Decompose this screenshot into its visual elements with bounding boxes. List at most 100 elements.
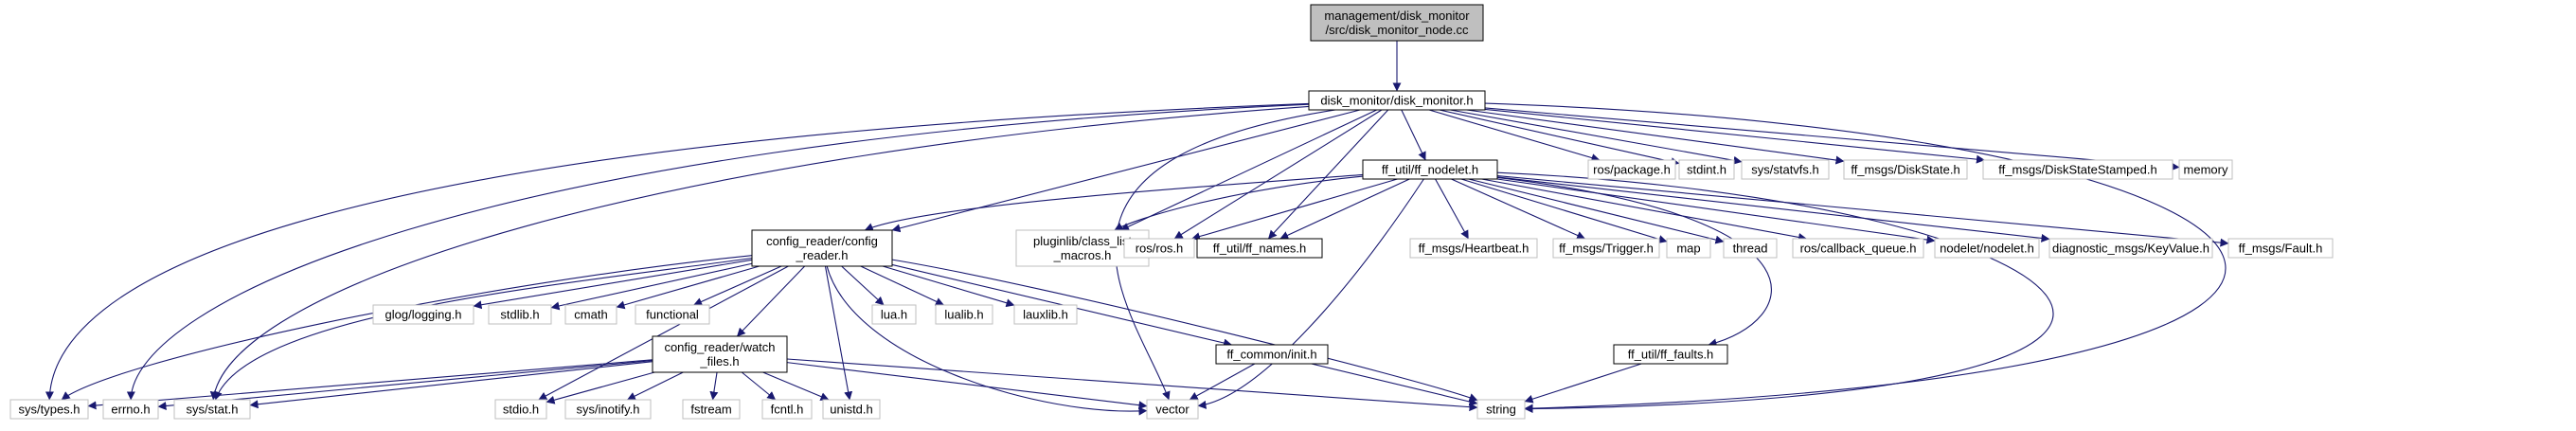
edge-ff_nodelet_h-to-thread	[1468, 178, 1725, 244]
node-label: ff_util/ff_nodelet.h	[1382, 163, 1478, 177]
node-ros-package-h: ros/package.h	[1587, 159, 1676, 180]
node-box	[2178, 159, 2233, 180]
node-box	[682, 399, 741, 420]
node-heartbeat-h: ff_msgs/Heartbeat.h	[1409, 238, 1538, 259]
edge-ff_nodelet_h-to-keyvalue_h	[1496, 176, 2050, 242]
node-disk-monitor-h[interactable]: disk_monitor/disk_monitor.h	[1308, 90, 1486, 111]
edge-disk_monitor_h-to-ff_names_h	[1267, 109, 1389, 240]
node-ff-common-init-h[interactable]: ff_common/init.h	[1215, 344, 1329, 365]
node-string: string	[1476, 399, 1526, 420]
node-label: cmath	[574, 308, 607, 322]
node-label: glog/logging.h	[385, 308, 462, 322]
edge-ff_nodelet_h-to-fault_h	[1496, 175, 2229, 247]
node-label: management/disk_monitor	[1324, 9, 1470, 23]
node-label: ff_msgs/Heartbeat.h	[1419, 242, 1530, 256]
edge-ff_nodelet_h-to-ros_ros_h	[1191, 178, 1398, 241]
node-memory: memory	[2178, 159, 2233, 180]
edge-ff_nodelet_h-to-pluginlib	[1114, 175, 1364, 231]
edge-ff_common_init_h-to-string	[1311, 363, 1478, 406]
edge-disk_monitor_h-to-pluginlib	[1120, 109, 1377, 231]
edge-config_reader_h-to-unistd_h	[824, 265, 853, 401]
edge-config_reader_h-to-functional	[693, 265, 782, 306]
edge-ff_nodelet_h-to-heartbeat_h	[1435, 178, 1469, 240]
node-cmath: cmath	[564, 304, 617, 325]
node-config-reader-h[interactable]: config_reader/config_reader.h	[751, 229, 893, 267]
node-label: config_reader/config	[766, 234, 878, 248]
node-label: map	[1676, 242, 1700, 256]
edge-disk_monitor_h-to-config_reader_h	[891, 109, 1361, 233]
node-sys-types-h: sys/types.h	[9, 399, 89, 420]
node-box	[822, 399, 881, 420]
node-watch-files-h[interactable]: config_reader/watch_files.h	[652, 335, 788, 373]
edge-config_reader_h-to-stdio_h	[538, 265, 789, 401]
node-label: nodelet/nodelet.h	[1940, 242, 2034, 256]
edge-ff_nodelet_h-to-config_reader_h	[864, 173, 1364, 231]
node-label: stdio.h	[503, 403, 539, 417]
node-box	[871, 304, 917, 325]
edge-ff_nodelet_h-to-callback_queue_h	[1481, 178, 1807, 242]
edge-ff_nodelet_h-to-ff_names_h	[1279, 178, 1410, 240]
edge-ff_faults_h-to-string	[1524, 363, 1642, 404]
edge-config_reader_h-to-lualib_h	[860, 265, 944, 306]
node-box	[1310, 4, 1484, 42]
node-box	[564, 399, 652, 420]
node-fcntl-h: fcntl.h	[761, 399, 813, 420]
edge-ff_nodelet_h-to-ff_faults_h	[1496, 176, 1772, 348]
node-box	[1666, 238, 1711, 259]
node-lauxlib-h: lauxlib.h	[1013, 304, 1078, 325]
node-map: map	[1666, 238, 1711, 259]
node-callback-queue-h: ros/callback_queue.h	[1792, 238, 1924, 259]
edge-watch_files_h-to-fcntl_h	[741, 371, 777, 401]
node-label: ros/ros.h	[1136, 242, 1184, 256]
node-box	[635, 304, 710, 325]
edge-config_reader_h-to-cmath	[616, 265, 760, 310]
node-glog-h: glog/logging.h	[372, 304, 474, 325]
node-label: sys/inotify.h	[577, 403, 640, 417]
node-diskstate-h: ff_msgs/DiskState.h	[1843, 159, 1968, 180]
edge-watch_files_h-to-vector	[786, 362, 1148, 410]
node-box	[1215, 344, 1329, 365]
node-sys-stat-h: sys/stat.h	[173, 399, 251, 420]
edge-config_reader_h-to-stdlib_h	[550, 262, 753, 311]
node-box	[1843, 159, 1968, 180]
edge-watch_files_h-to-errno_h	[157, 360, 653, 410]
node-box	[1409, 238, 1538, 259]
edge-ff_nodelet_h-to-vector	[1197, 178, 1424, 409]
edge-disk_monitor_h-to-memory	[1484, 107, 2180, 171]
node-trigger-h: ff_msgs/Trigger.h	[1552, 238, 1660, 259]
node-label: ff_common/init.h	[1226, 348, 1316, 362]
node-box	[935, 304, 993, 325]
node-root[interactable]: management/disk_monitor/src/disk_monitor…	[1310, 4, 1484, 42]
node-box	[9, 399, 89, 420]
node-label: ff_msgs/DiskState.h	[1851, 163, 1959, 177]
edge-disk_monitor_h-to-sys_types_h	[45, 102, 1310, 401]
node-label: unistd.h	[830, 403, 873, 417]
node-ff-nodelet-h[interactable]: ff_util/ff_nodelet.h	[1362, 159, 1498, 180]
node-label: _files.h	[699, 354, 739, 368]
edge-config_reader_h-to-lua_h	[841, 265, 885, 306]
edge-ff_nodelet_h-to-string	[1496, 171, 2054, 414]
edge-watch_files_h-to-stdio_h	[546, 371, 655, 404]
node-box	[1587, 159, 1676, 180]
node-label: fcntl.h	[771, 403, 804, 417]
node-label: lauxlib.h	[1023, 308, 1068, 322]
edge-ff_nodelet_h-to-trigger_h	[1451, 178, 1586, 240]
node-ff-faults-h[interactable]: ff_util/ff_faults.h	[1613, 344, 1728, 365]
node-thread: thread	[1723, 238, 1778, 259]
edge-watch_files_h-to-string	[786, 358, 1478, 412]
node-box	[2227, 238, 2334, 259]
node-label: sys/types.h	[18, 403, 80, 417]
node-label: _reader.h	[796, 248, 849, 262]
node-ff-names-h[interactable]: ff_util/ff_names.h	[1196, 238, 1323, 259]
node-functional: functional	[635, 304, 710, 325]
node-label: string	[1486, 403, 1516, 417]
node-box	[751, 229, 893, 267]
node-box	[1982, 159, 2174, 180]
node-stdio-h: stdio.h	[494, 399, 547, 420]
node-errno-h: errno.h	[102, 399, 159, 420]
node-unistd-h: unistd.h	[822, 399, 881, 420]
node-box	[1741, 159, 1830, 180]
node-label: ff_msgs/DiskStateStamped.h	[1998, 163, 2156, 177]
node-box	[1723, 238, 1778, 259]
node-stdlib-h: stdlib.h	[488, 304, 552, 325]
